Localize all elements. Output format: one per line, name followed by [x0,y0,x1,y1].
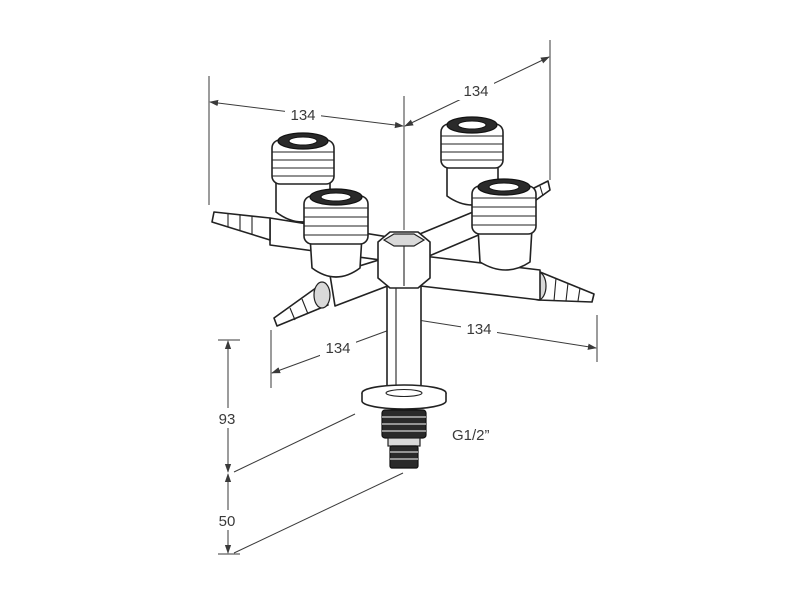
dim-label-bottom-left: 134 [325,340,350,357]
thread-size-label: G1/2” [452,427,490,444]
dimension-labels: 134 134 134 134 93 50 G1/2” [212,80,497,530]
dim-label-top-left: 134 [290,107,315,124]
stem [361,279,447,469]
central-hub [377,231,431,289]
dim-label-lower-height: 50 [219,513,236,530]
valve-knob-front-right [471,178,537,271]
dim-label-top-right: 134 [463,83,488,100]
dim-label-bottom-right: 134 [466,321,491,338]
dim-label-upper-height: 93 [219,411,236,428]
valve-knob-front-left [303,188,369,278]
